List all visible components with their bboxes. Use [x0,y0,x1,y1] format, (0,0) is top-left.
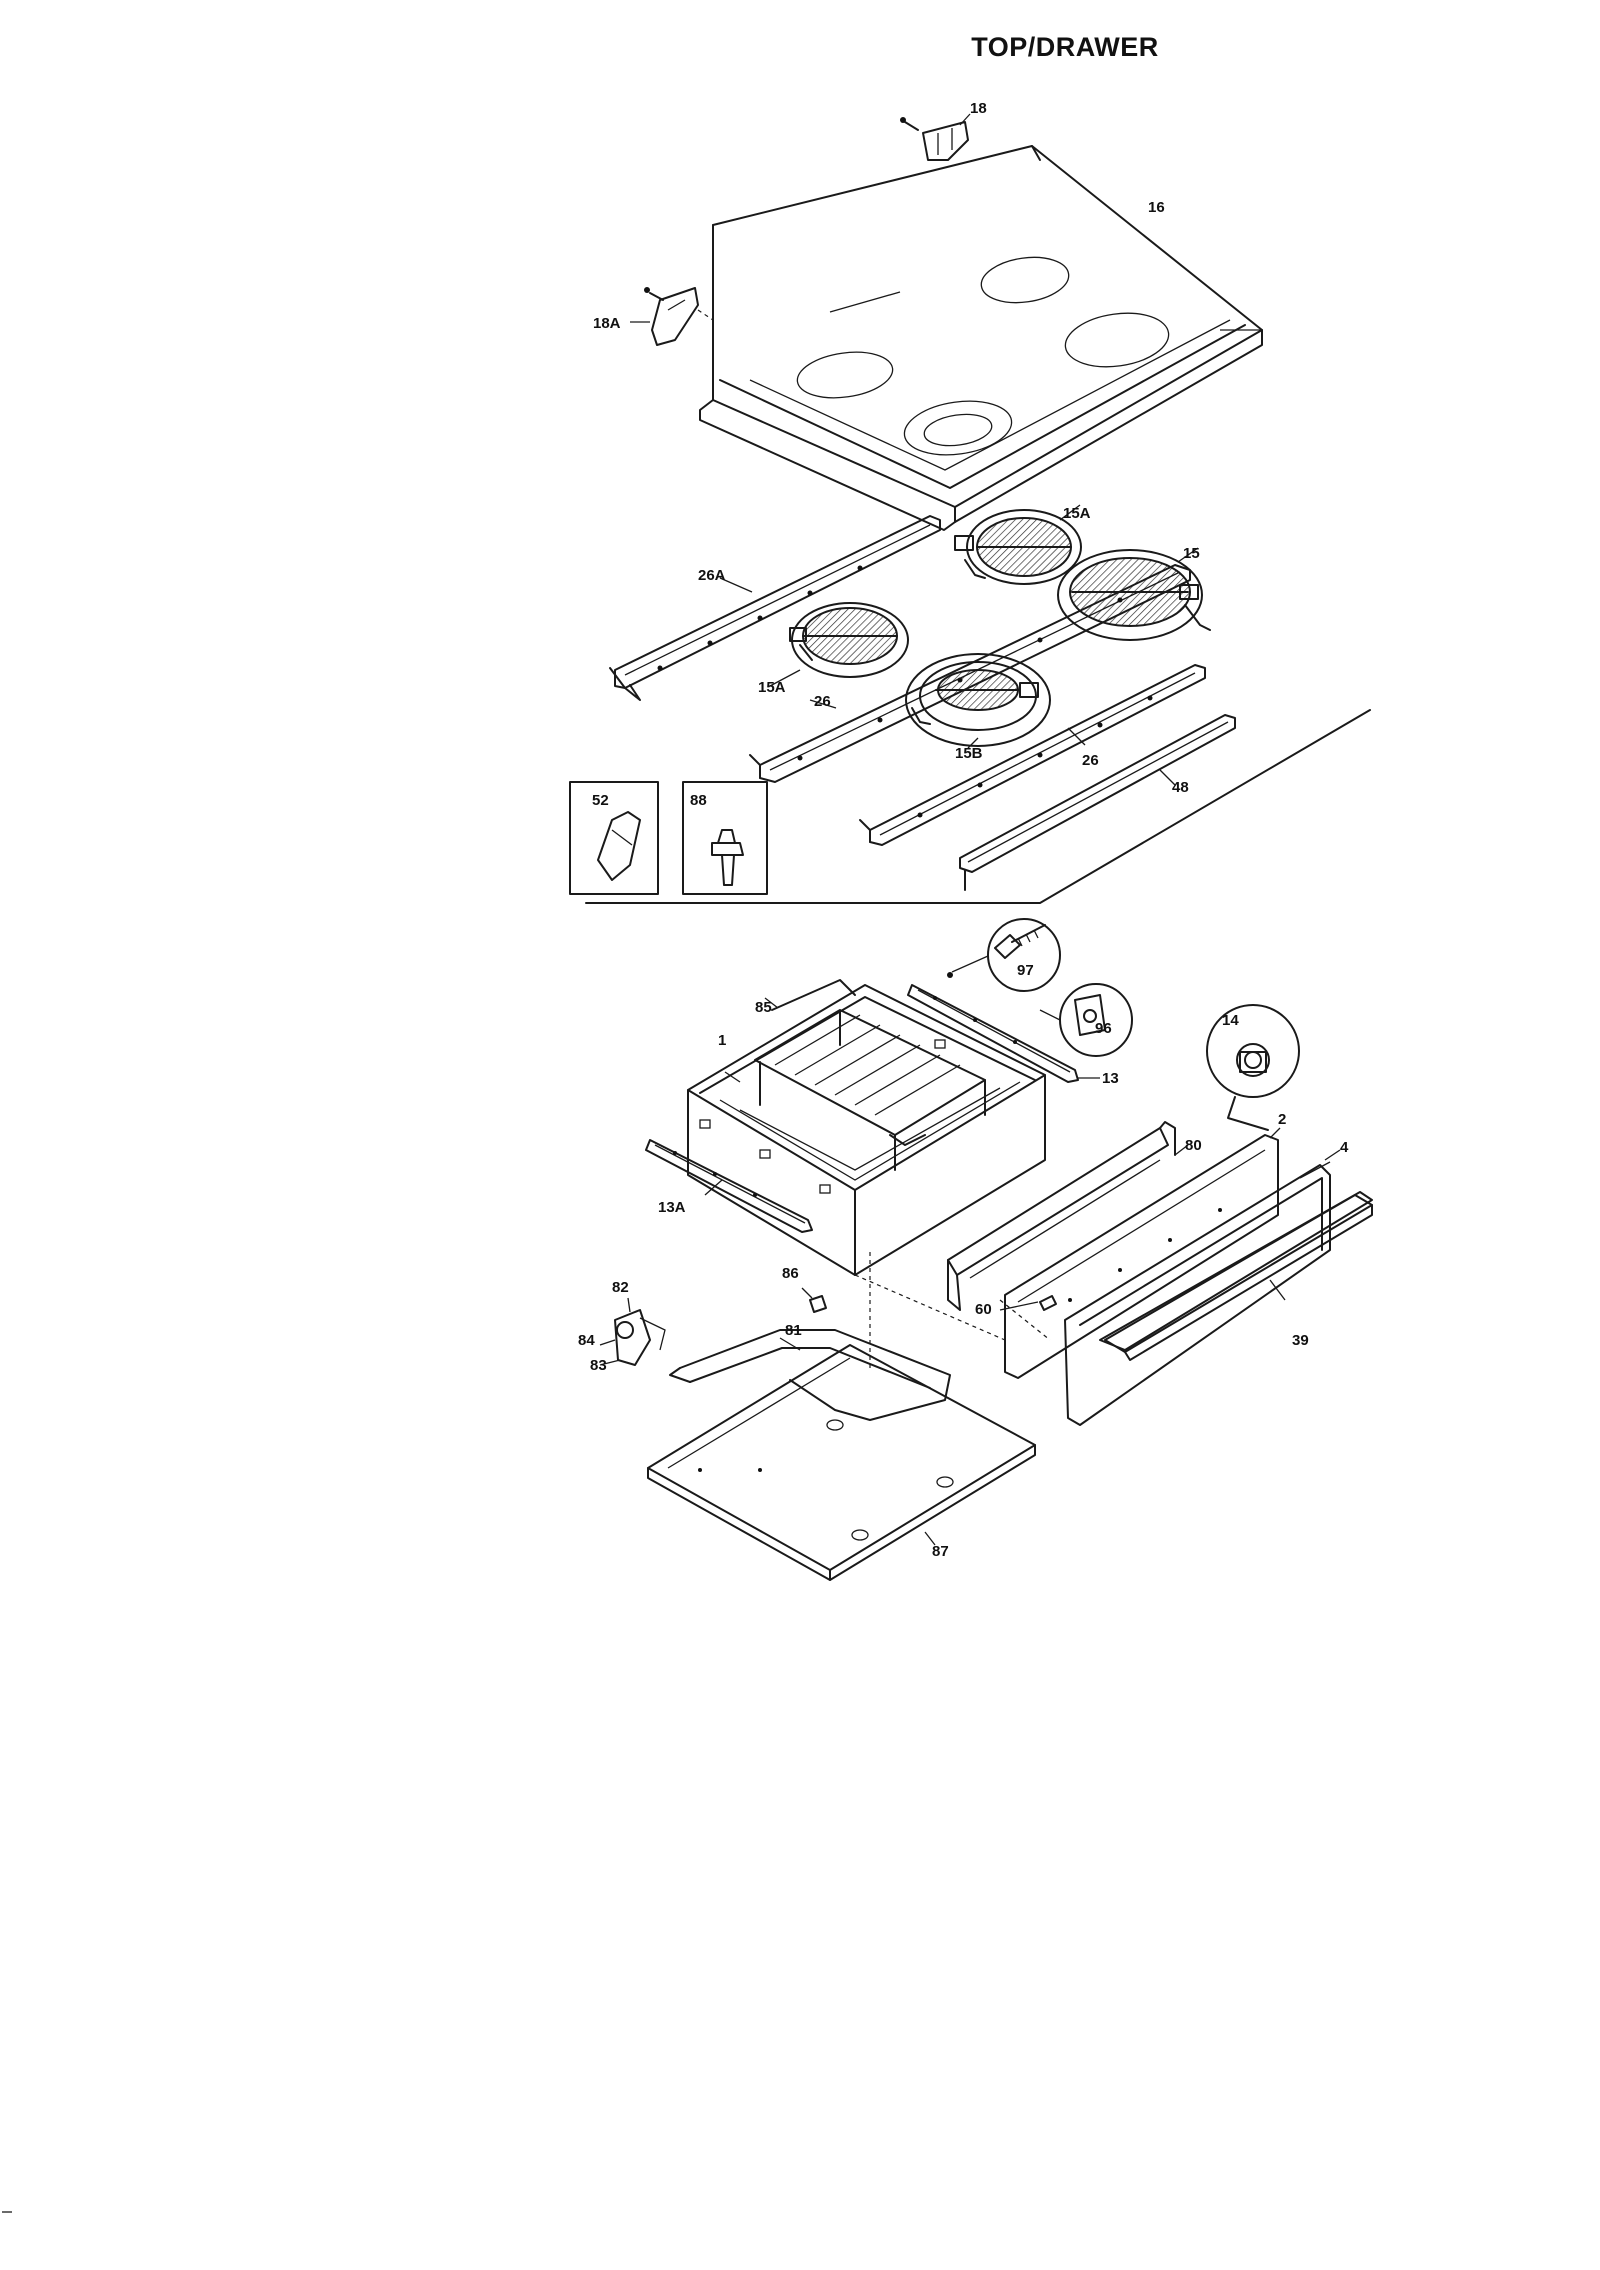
callout-label-83: 83 [590,1357,607,1374]
callout-label-26-right: 26 [1082,752,1099,769]
inset-box-part-88 [682,781,768,895]
callout-label-85: 85 [755,999,772,1016]
callout-label-82: 82 [612,1279,629,1296]
callout-label-13: 13 [1102,1070,1119,1087]
broil-rack-part-85 [754,979,986,1171]
trim-channel-part-48 [959,714,1236,891]
diagram-title: TOP/DRAWER [971,32,1159,62]
trim-bracket-part-18 [900,113,971,161]
callout-label-4: 4 [1340,1139,1349,1156]
callout-label-2: 2 [1278,1111,1286,1128]
knob-callout-part-14 [1206,1004,1300,1131]
callout-label-15: 15 [1183,545,1200,562]
drawer-bottom-part-87 [647,1344,1036,1581]
callout-label-96: 96 [1095,1020,1112,1037]
drawer-handle-part-39 [1104,1194,1373,1361]
callout-label-84: 84 [578,1332,595,1349]
drawer-front-inner-part-2 [1004,1127,1281,1379]
radiant-element-part-15A-left [769,602,909,687]
callout-label-26-left: 26 [814,693,831,710]
callout-label-1: 1 [718,1032,726,1049]
radiant-element-part-15 [1057,547,1211,641]
cooktop-part-16 [699,145,1263,531]
drawer-gasket-part-80 [947,1121,1189,1311]
callout-label-52: 52 [592,792,609,809]
callout-label-15B: 15B [955,745,983,762]
radiant-element-part-15A-top [954,504,1082,585]
callout-label-16: 16 [1148,199,1165,216]
callout-label-86: 86 [782,1265,799,1282]
bake-element-part-81 [669,1329,951,1421]
callout-label-18: 18 [970,100,987,117]
callout-label-39: 39 [1292,1332,1309,1349]
dashed-assembly-lines [854,1252,1051,1370]
callout-label-88: 88 [690,792,707,809]
clip-callout-part-96 [1039,983,1133,1057]
callout-label-48: 48 [1172,779,1189,796]
callout-label-97: 97 [1017,962,1034,979]
inset-box-part-52 [569,781,659,895]
drawer-front-panel-part-4 [1064,1149,1373,1426]
clip-part-86 [801,1287,827,1313]
screw-part-60 [999,1295,1057,1311]
callout-label-87: 87 [932,1543,949,1560]
bracket-part-26A [609,515,941,701]
callout-label-60: 60 [975,1301,992,1318]
drawer-slide-part-13A [645,1139,813,1233]
callout-label-14: 14 [1222,1012,1239,1029]
radiant-element-part-15B [905,653,1051,749]
bracket-part-26-left [749,564,1191,783]
callout-label-81: 81 [785,1322,802,1339]
drawer-body-part-1 [687,984,1046,1276]
drawer-slide-part-13 [907,984,1100,1083]
bracket-parts-82-83-84 [599,1297,666,1366]
callout-label-80: 80 [1185,1137,1202,1154]
trim-bracket-part-18A [630,287,714,346]
callout-label-18A: 18A [593,315,621,332]
callout-label-15A-left: 15A [758,679,786,696]
callout-label-13A: 13A [658,1199,686,1216]
callout-label-15A-top: 15A [1063,505,1091,522]
bracket-part-26-right [859,664,1206,846]
screw-callout-part-97 [947,918,1061,992]
callout-label-26A: 26A [698,567,726,584]
frame-divider-line [585,709,1371,904]
